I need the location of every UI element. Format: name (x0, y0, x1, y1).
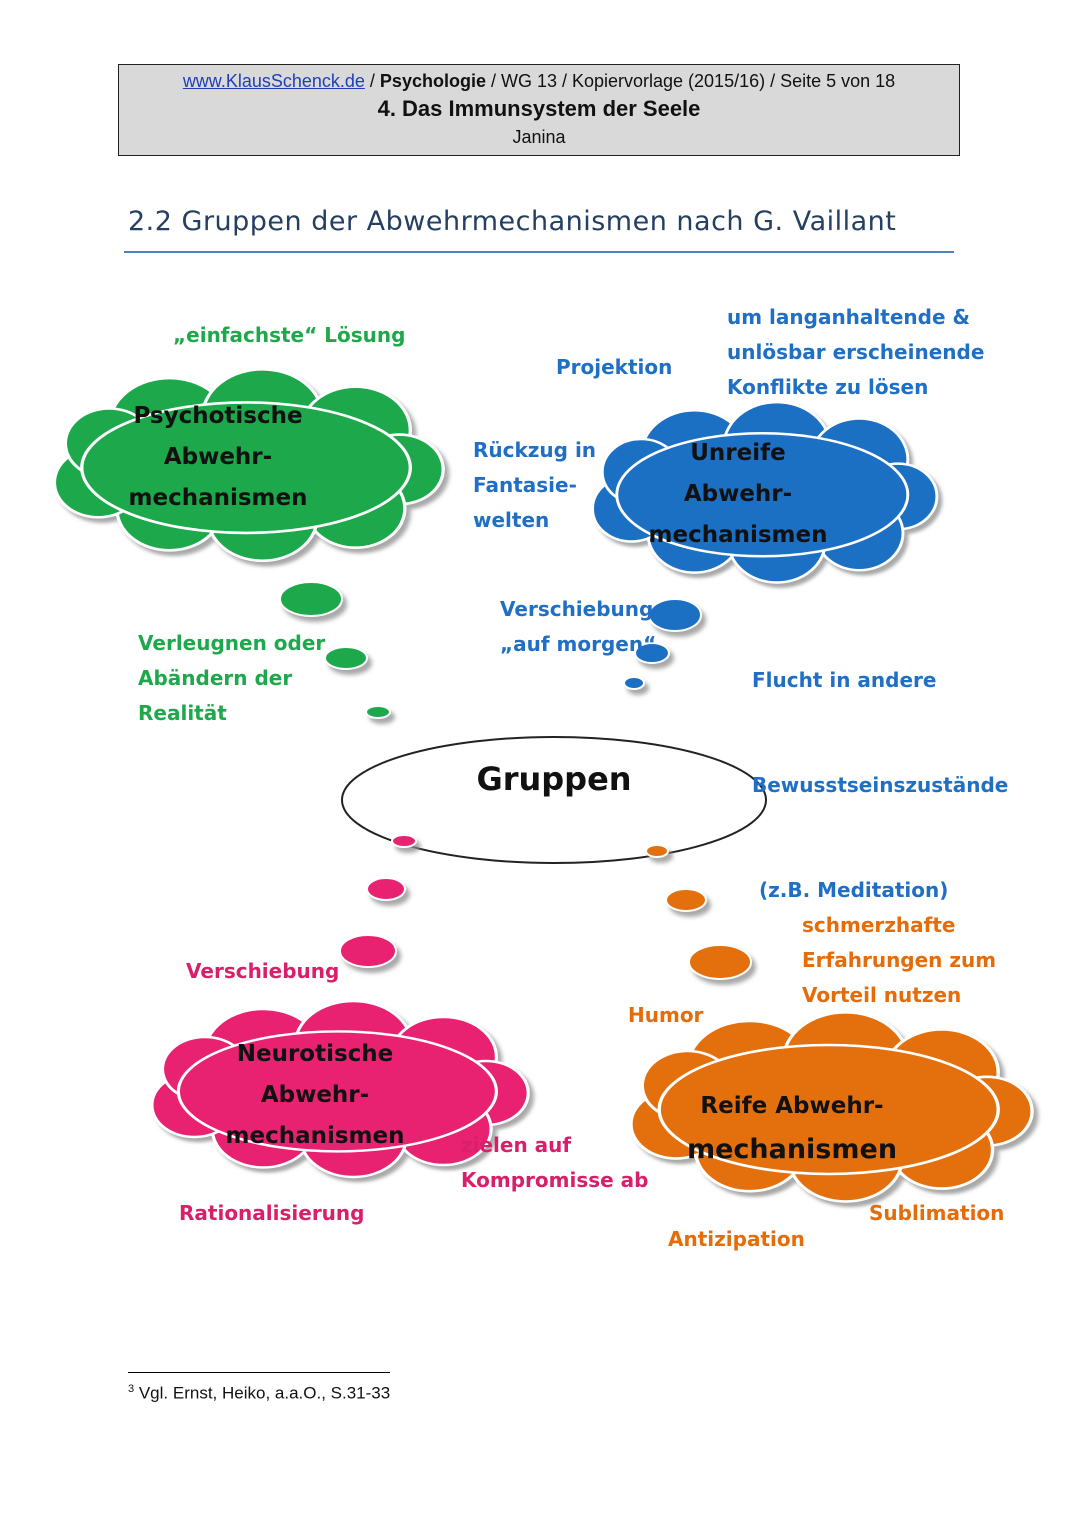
thought-bubbles-blue (623, 598, 702, 690)
mature-left-label: Humor (628, 1003, 704, 1027)
mature-bottom-label: Antizipation (668, 1227, 805, 1251)
neurotic-bottom-label: Rationalisierung (179, 1201, 365, 1225)
cloud-psychotic-line: Abwehr- (163, 444, 273, 470)
title-underline (124, 251, 954, 253)
psychotic-top-label: „einfachste“ Lösung (173, 323, 406, 347)
cloud-neurotic-line: mechanismen (225, 1123, 405, 1149)
mature-top-line: schmerzhafte (802, 913, 956, 937)
immature-top-label: um langanhaltende & unlösbar erscheinend… (727, 300, 984, 405)
mature-top-label: schmerzhafte Erfahrungen zum Vorteil nut… (802, 908, 996, 1013)
header-course-info: / WG 13 / Kopiervorlage (2015/16) / Seit… (485, 71, 896, 91)
thought-bubbles-green (279, 581, 391, 719)
footnote-marker: 3 (128, 1383, 135, 1395)
immature-bottom-left-label: Verschiebung „auf morgen“ (500, 592, 656, 662)
immature-bottom-right-line: (z.B. Meditation) (752, 878, 949, 902)
page-header: www.KlausSchenck.de / Psychologie / WG 1… (118, 64, 960, 156)
cloud-neurotic-line: Neurotische (236, 1041, 394, 1067)
immature-left-line: welten (473, 508, 550, 532)
immature-top-line: um langanhaltende & (727, 305, 970, 329)
cloud-immature-line: mechanismen (648, 522, 828, 548)
immature-bottom-right-line: Flucht in andere (752, 668, 937, 692)
cloud-neurotic-line: Abwehr- (260, 1082, 370, 1108)
psychotic-side-line: Realität (138, 701, 227, 725)
thought-bubbles-orange (645, 844, 752, 980)
psychotic-side-label: Verleugnen oder Abändern der Realität (138, 626, 325, 731)
psychotic-side-line: Abändern der (138, 666, 293, 690)
footnote: 3 Vgl. Ernst, Heiko, a.a.O., S.31-33 (128, 1383, 390, 1404)
header-subject: Psychologie (379, 71, 486, 91)
cloud-mature-label: Reife Abwehr- mechanismen (672, 1084, 912, 1172)
cloud-mature-line: Reife Abwehr- (700, 1093, 884, 1119)
immature-left-line: Rückzug in (473, 438, 597, 462)
neurotic-right-line: zielen auf (461, 1133, 572, 1157)
immature-top-line: unlösbar erscheinende (727, 340, 985, 364)
immature-projektion-label: Projektion (556, 355, 673, 379)
mature-top-line: Vorteil nutzen (802, 983, 962, 1007)
website-link[interactable]: www.KlausSchenck.de (182, 71, 365, 91)
section-title: 2.2 Gruppen der Abwehrmechanismen nach G… (128, 206, 897, 237)
immature-bottom-left-line: „auf morgen“ (500, 632, 657, 656)
header-meta-line: www.KlausSchenck.de / Psychologie / WG 1… (119, 69, 959, 93)
immature-bottom-right-line: Bewusstseinszustände (752, 773, 1009, 797)
cloud-immature-label: Unreife Abwehr- mechanismen (628, 433, 848, 556)
neurotic-right-line: Kompromisse ab (461, 1168, 649, 1192)
cloud-immature-line: Unreife (690, 440, 786, 466)
mature-top-line: Erfahrungen zum (802, 948, 997, 972)
cloud-psychotic-label: Psychotische Abwehr- mechanismen (98, 396, 338, 519)
footnote-rule (128, 1372, 390, 1373)
cloud-mature-line: mechanismen (686, 1134, 898, 1165)
center-label: Gruppen (476, 760, 632, 798)
immature-bottom-right-label: Flucht in andere Bewusstseinszustände (z… (752, 593, 1008, 943)
thought-bubbles-pink (339, 834, 417, 968)
cloud-psychotic-line: mechanismen (128, 485, 308, 511)
header-title: 4. Das Immunsystem der Seele (377, 96, 701, 121)
immature-top-line: Konflikte zu lösen (727, 375, 929, 399)
footnote-text: Vgl. Ernst, Heiko, a.a.O., S.31-33 (134, 1383, 391, 1403)
immature-bottom-left-line: Verschiebung (500, 597, 654, 621)
psychotic-side-line: Verleugnen oder (138, 631, 326, 655)
mature-right-label: Sublimation (869, 1201, 1005, 1225)
header-separator: / (364, 71, 380, 91)
neurotic-top-label: Verschiebung (186, 959, 340, 983)
neurotic-right-label: zielen auf Kompromisse ab (461, 1128, 649, 1198)
cloud-neurotic-label: Neurotische Abwehr- mechanismen (190, 1034, 440, 1157)
center-ellipse (341, 736, 767, 864)
immature-left-label: Rückzug in Fantasie- welten (473, 433, 596, 538)
immature-left-line: Fantasie- (473, 473, 577, 497)
cloud-psychotic-line: Psychotische (133, 403, 303, 429)
header-author: Janina (512, 127, 566, 147)
cloud-immature-line: Abwehr- (683, 481, 793, 507)
